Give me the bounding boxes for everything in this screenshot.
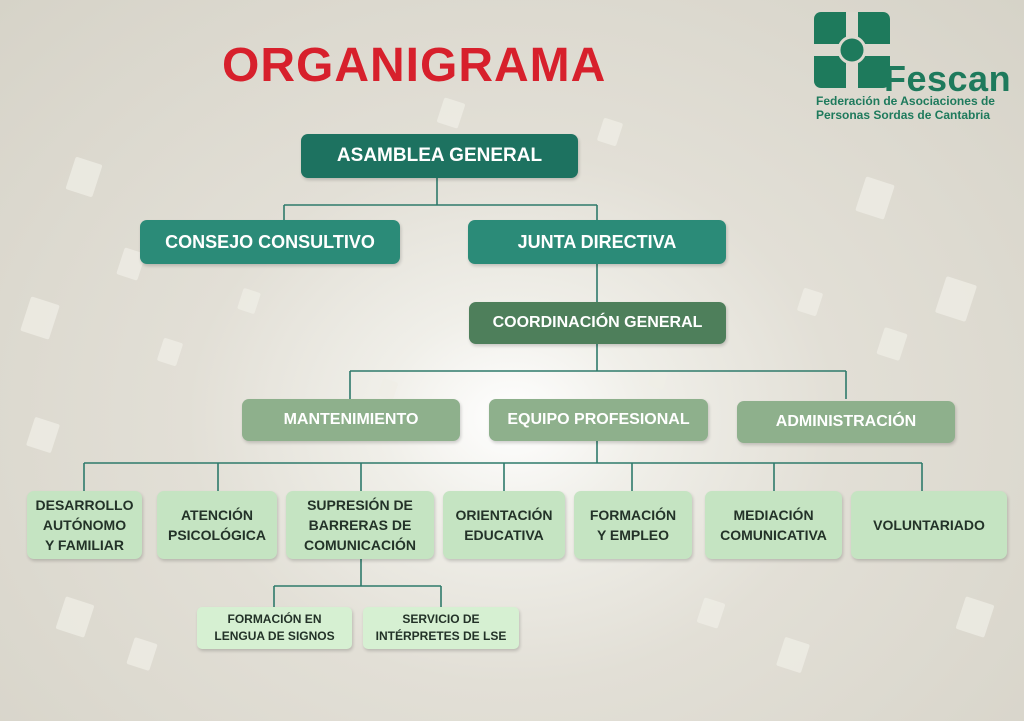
node-supresion-barreras: SUPRESIÓN DE BARRERAS DE COMUNICACIÓN [286, 491, 434, 559]
node-label: JUNTA DIRECTIVA [517, 231, 677, 252]
node-label-line: ORIENTACIÓN [455, 507, 553, 523]
node-label-line: EDUCATIVA [464, 527, 544, 543]
fescan-logo: Fescan Federación de Asociaciones de Per… [814, 12, 1014, 127]
node-label-line: ATENCIÓN [180, 507, 254, 523]
node-label-line: Y EMPLEO [596, 527, 670, 543]
page-title: ORGANIGRAMA [222, 39, 607, 92]
node-consejo-consultivo: CONSEJO CONSULTIVO [140, 220, 400, 264]
node-label-line: Y FAMILIAR [44, 537, 125, 553]
node-formacion-lengua-signos: FORMACIÓN EN LENGUA DE SIGNOS [197, 607, 352, 649]
node-servicio-interpretes: SERVICIO DE INTÉRPRETES DE LSE [363, 607, 519, 649]
node-atencion-psicologica: ATENCIÓN PSICOLÓGICA [157, 491, 277, 559]
logo-subtitle-line2: Personas Sordas de Cantabria [816, 108, 991, 122]
logo-subtitle: Federación de Asociaciones de Personas S… [816, 94, 995, 122]
node-label: MANTENIMIENTO [283, 411, 419, 428]
node-label-line: FORMACIÓN EN [227, 612, 322, 626]
node-label-line: FORMACIÓN [589, 507, 677, 523]
node-label: VOLUNTARIADO [873, 517, 985, 533]
node-label-line: DESARROLLO [35, 497, 134, 513]
node-label-line: SUPRESIÓN DE [307, 497, 413, 513]
node-label-line: SERVICIO DE [402, 612, 480, 626]
node-label-line: MEDIACIÓN [733, 507, 814, 523]
logo-name: Fescan [884, 58, 1012, 99]
node-asamblea-general: ASAMBLEA GENERAL [301, 134, 578, 178]
node-administracion: ADMINISTRACIÓN [737, 401, 955, 443]
node-label-line: BARRERAS DE [308, 517, 412, 533]
node-equipo-profesional: EQUIPO PROFESIONAL [489, 399, 708, 441]
node-voluntariado: VOLUNTARIADO [851, 491, 1007, 559]
node-label-line: AUTÓNOMO [42, 517, 127, 533]
node-formacion-empleo: FORMACIÓN Y EMPLEO [574, 491, 692, 559]
node-coordinacion-general: COORDINACIÓN GENERAL [469, 302, 726, 344]
node-mantenimiento: MANTENIMIENTO [242, 399, 460, 441]
node-label: COORDINACIÓN GENERAL [492, 314, 703, 331]
node-label-line: INTÉRPRETES DE LSE [375, 629, 507, 643]
fescan-logo-mark [814, 12, 890, 88]
node-label: ADMINISTRACIÓN [775, 413, 917, 430]
node-label-line: LENGUA DE SIGNOS [214, 629, 335, 643]
node-label: ASAMBLEA GENERAL [336, 145, 543, 166]
node-label-line: PSICOLÓGICA [167, 527, 266, 543]
node-desarrollo-autonomo: DESARROLLO AUTÓNOMO Y FAMILIAR [27, 491, 142, 559]
node-junta-directiva: JUNTA DIRECTIVA [468, 220, 726, 264]
node-orientacion-educativa: ORIENTACIÓN EDUCATIVA [443, 491, 565, 559]
node-label: EQUIPO PROFESIONAL [507, 411, 690, 428]
node-label: CONSEJO CONSULTIVO [165, 231, 375, 252]
logo-subtitle-line1: Federación de Asociaciones de [816, 94, 995, 108]
node-label-line: COMUNICACIÓN [304, 537, 416, 553]
node-label-line: COMUNICATIVA [720, 527, 827, 543]
node-mediacion-comunicativa: MEDIACIÓN COMUNICATIVA [705, 491, 842, 559]
